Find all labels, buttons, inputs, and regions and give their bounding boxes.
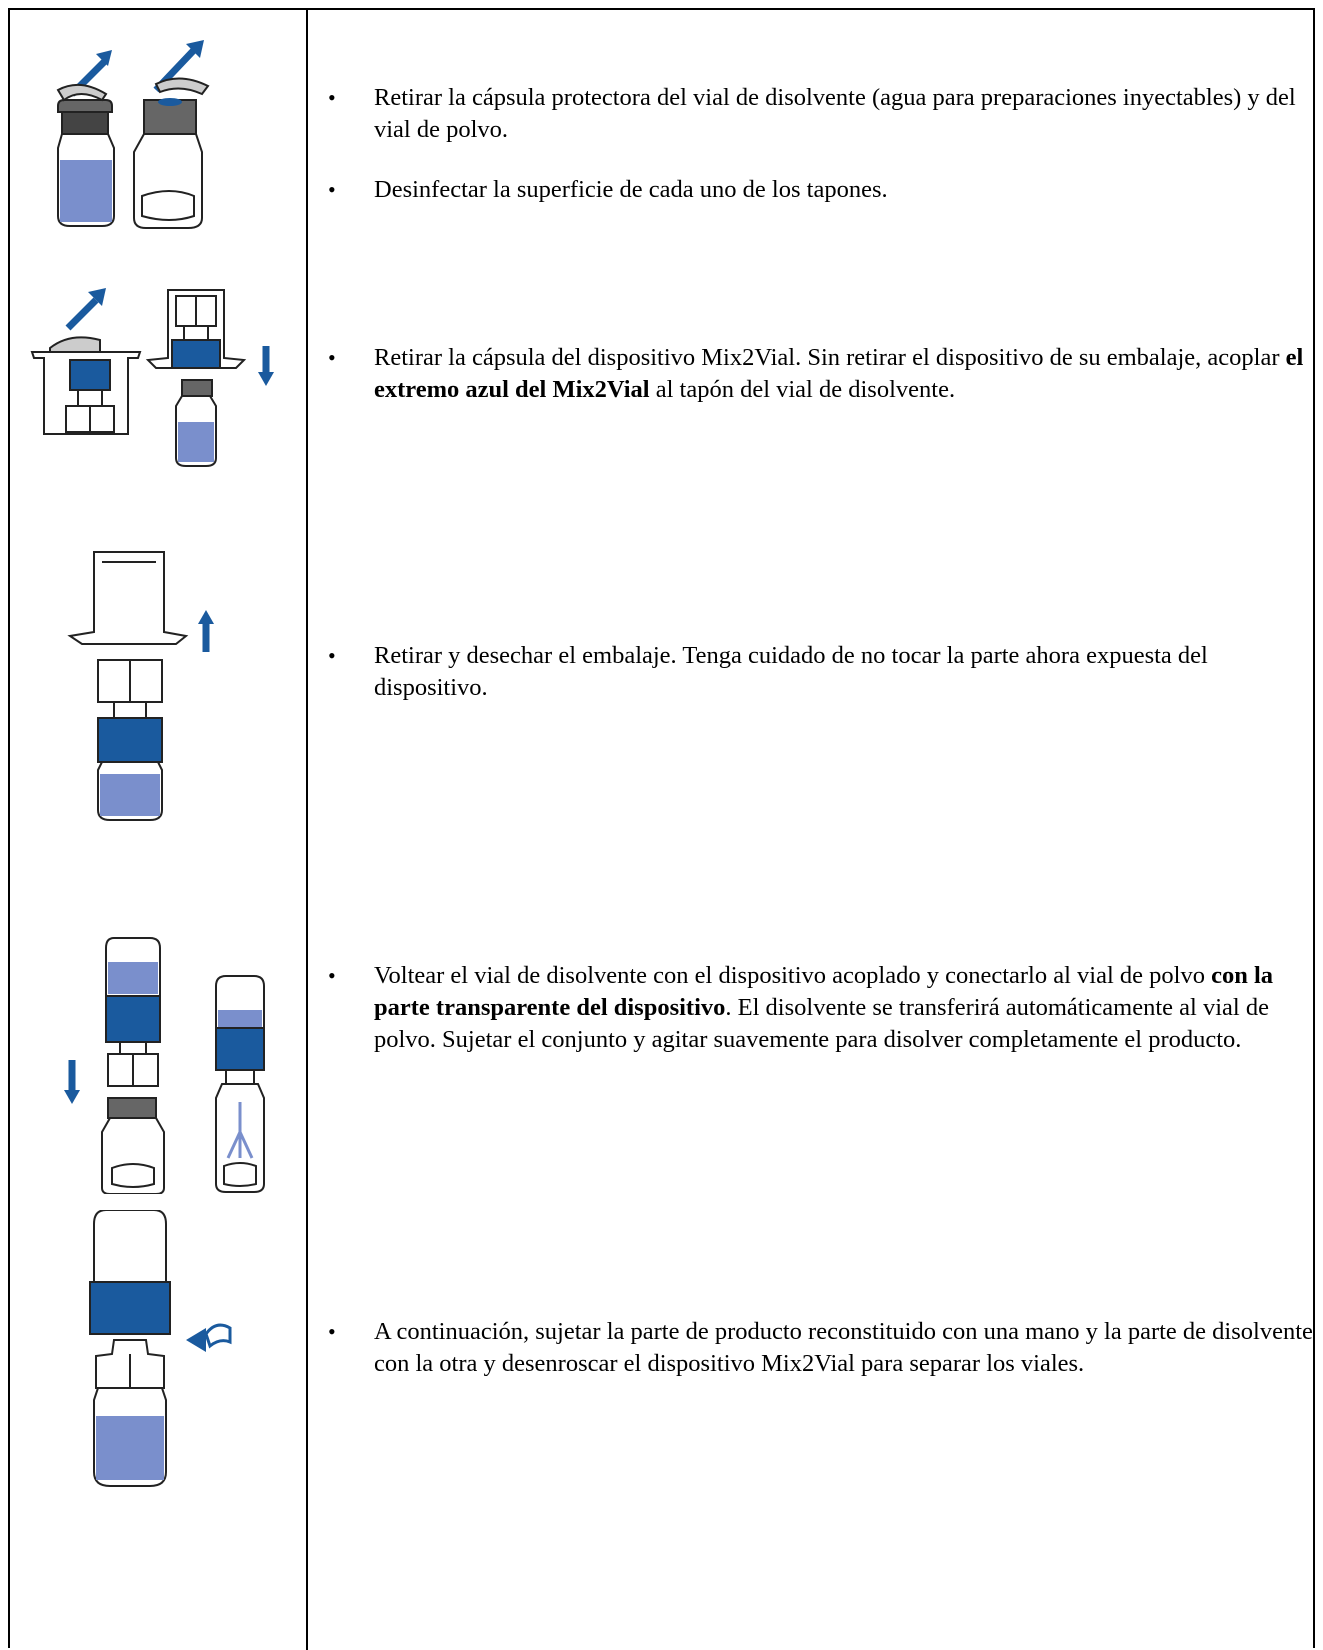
step-4-bullet: Voltear el vial de disolvente con el dis… — [328, 960, 1313, 1056]
remove-caps-vials-illustration — [10, 20, 306, 240]
step-text-5: A continuación, sujetar la parte de prod… — [328, 1316, 1313, 1380]
step-row-2: Retirar la cápsula del dispositivo Mix2V… — [10, 282, 1313, 482]
unscrew-separate-illustration — [10, 1210, 306, 1550]
step-row-1: Retirar la cápsula protectora del vial d… — [10, 20, 1313, 240]
step-2-text-end: al tapón del vial de disolvente. — [649, 376, 956, 403]
step-2-text-bold: el extremo azul del Mix2Vial — [374, 344, 1304, 403]
column-divider — [306, 10, 308, 1650]
transfer-solvent-illustration — [10, 932, 306, 1194]
step-4-text-start: Voltear el vial de disolvente con el dis… — [374, 962, 1212, 989]
step-2-bullet: Retirar la cápsula del dispositivo Mix2V… — [328, 342, 1313, 406]
step-row-5: A continuación, sujetar la parte de prod… — [10, 1210, 1313, 1550]
step-2-text-start: Retirar la cápsula del dispositivo Mix2V… — [374, 344, 1286, 371]
step-row-4: Voltear el vial de disolvente con el dis… — [10, 932, 1313, 1194]
step-4-text-bold: con la parte transparente del dispositiv… — [374, 962, 1274, 1021]
instructions-table — [8, 8, 1315, 1648]
step-text-3: Retirar y desechar el embalaje. Tenga cu… — [328, 640, 1313, 704]
step-text-1: Retirar la cápsula protectora del vial d… — [328, 82, 1313, 206]
table-top-border — [8, 8, 244, 10]
step-text-4: Voltear el vial de disolvente con el dis… — [328, 960, 1313, 1056]
step-4-text-end: . El disolvente se transferirá automátic… — [374, 994, 1269, 1053]
remove-packaging-illustration — [10, 548, 306, 848]
attach-mix2vial-illustration — [10, 282, 306, 482]
step-5-bullet: A continuación, sujetar la parte de prod… — [328, 1316, 1313, 1380]
step-row-3: Retirar y desechar el embalaje. Tenga cu… — [10, 548, 1313, 848]
step-3-bullet: Retirar y desechar el embalaje. Tenga cu… — [328, 640, 1313, 704]
step-1-bullet-2: Desinfectar la superficie de cada uno de… — [328, 174, 1313, 206]
step-1-bullet-1: Retirar la cápsula protectora del vial d… — [328, 82, 1313, 146]
step-text-2: Retirar la cápsula del dispositivo Mix2V… — [328, 342, 1313, 406]
